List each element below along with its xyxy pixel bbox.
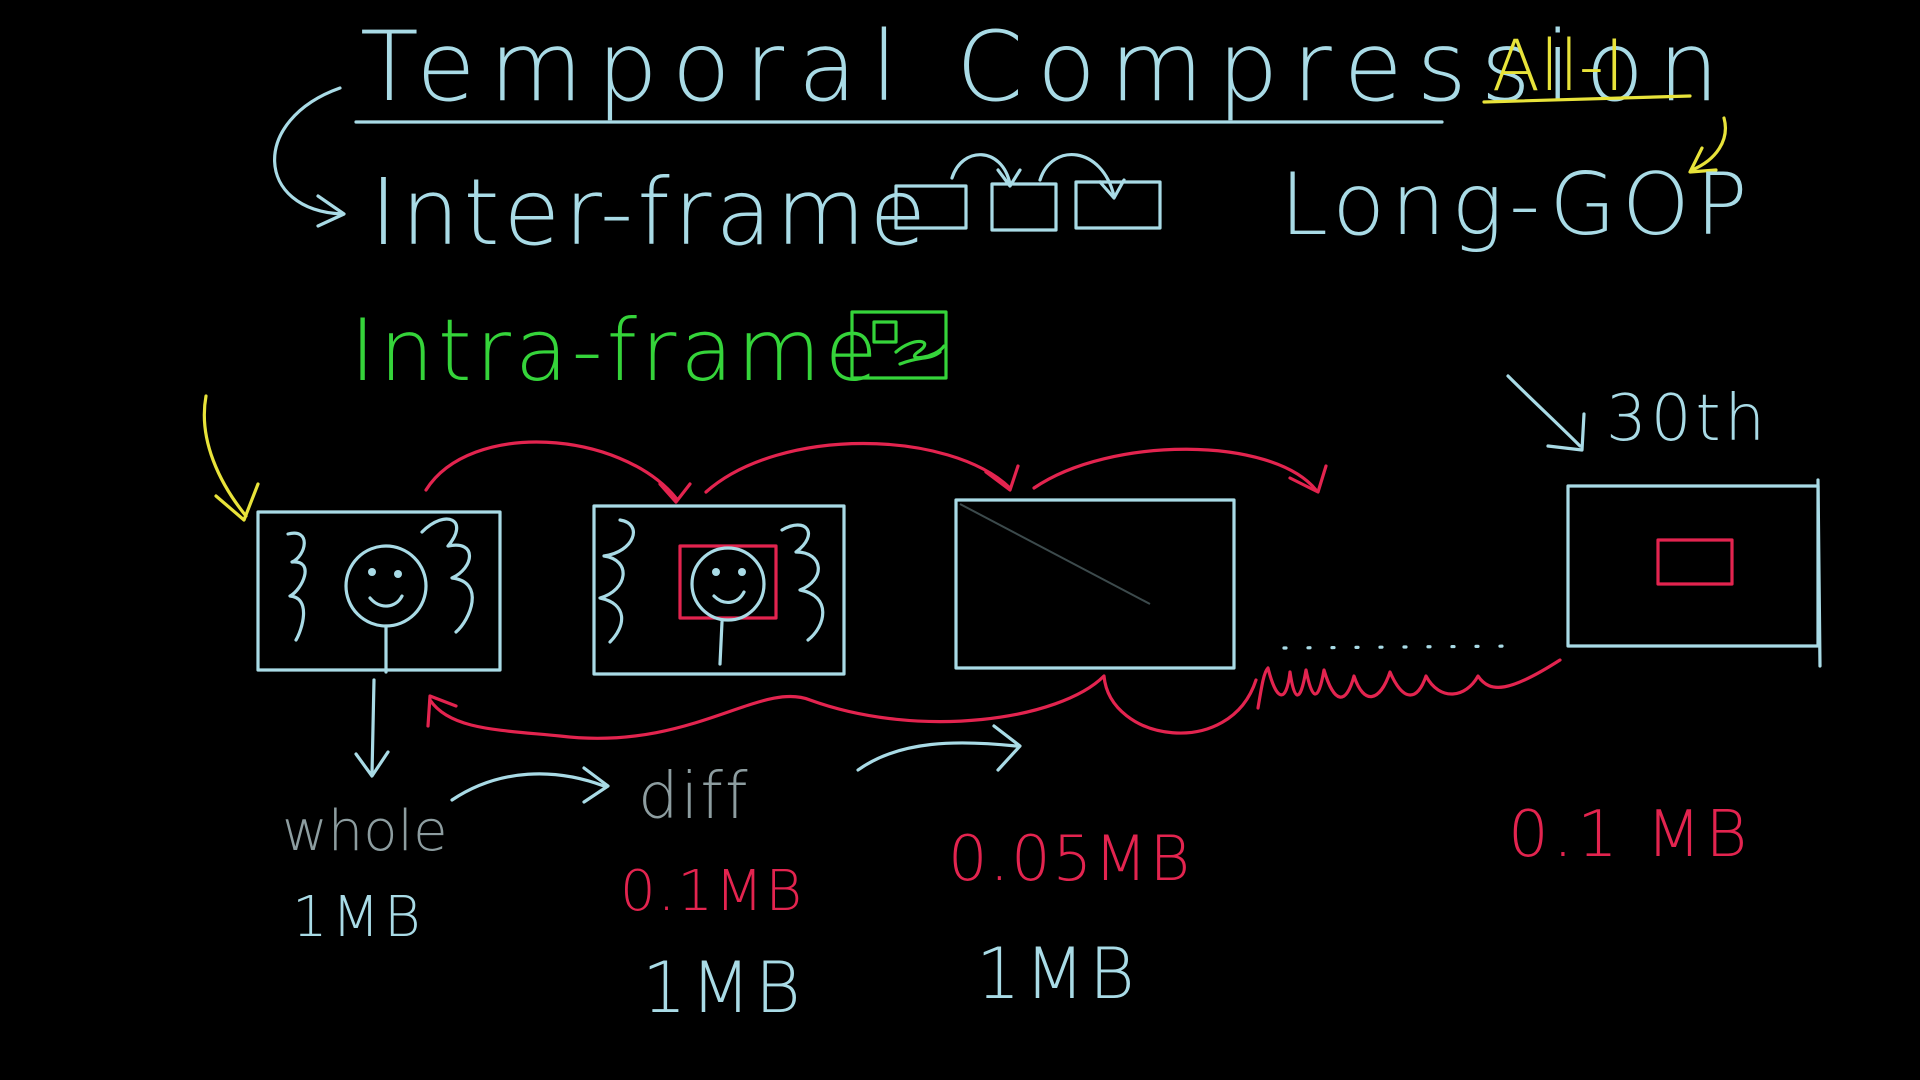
title-to-inter-arrow-head [316,194,346,228]
frame-1-down-arrow [370,678,376,776]
red-arrow-frame3-onward [1032,447,1318,492]
frame-1-scribble-right [420,517,474,634]
frame-3-faint-line [959,503,1151,605]
inter-frame-small-arrow-1-head [996,168,1022,188]
frame-2-eye-right [738,568,746,576]
inter-frame-small-box-1 [894,184,968,230]
intra-frame-scribble [894,339,946,366]
inter-frame-small-box-2 [990,182,1058,232]
all-i-arrow-head [1688,146,1718,174]
frame-2-scribble-left [598,518,635,644]
inter-frame-small-arrow-2 [1038,153,1116,198]
inter-frame-small-arrow-2-head [1098,178,1126,200]
frame-1-down-arrow-head [354,750,390,778]
red-back-reference-arrow-head [426,694,458,728]
frame-1-eye-left [368,568,376,576]
inter-frame-small-box-3 [1074,180,1162,230]
frame-1-mouth [368,594,404,608]
frame-1-box [256,510,502,672]
frame-2-change-region [678,544,778,620]
diff-to-frame3-arrow [856,741,1018,772]
frame-30-arrow-head [1546,412,1586,452]
red-arrow-frame1-to-frame2 [424,440,678,500]
frame-1-yellow-arrow [202,394,248,518]
frame-30-edge-tick [1816,478,1822,668]
intra-frame-label: Intra-frame [350,301,882,401]
frame-2-face [690,546,766,622]
frame-30-diff-size: 0.1 MB [1508,798,1751,872]
title-to-inter-arrow [273,86,344,216]
all-i-arrow [1690,116,1727,172]
frame-2-size: 1MB [642,947,805,1029]
sequence-continuation-squiggle [1256,658,1562,710]
whole-to-diff-arrow [450,772,606,802]
frame-2-diff-size: 0.1MB [620,859,804,924]
red-arrow-frame1-to-frame2-head [658,482,692,504]
all-i-label: All-I [1492,25,1625,107]
frame-1-label-whole: whole [282,799,448,864]
red-arrow-frame3-onward-head [1288,464,1328,494]
whole-to-diff-arrow-head [582,766,610,804]
frame-2-scribble-right [780,523,825,642]
frame-30-arrow [1506,374,1582,448]
sequence-continuation-dots [1282,644,1522,650]
red-back-reference-arrow [428,674,1258,740]
inter-frame-label: Inter-frame [370,159,930,266]
frame-30-change-region [1656,538,1734,586]
title-text: Temporal Compression [360,11,1733,123]
diff-to-frame3-arrow-head [992,724,1022,772]
long-gop-label: Long-GOP [1280,155,1754,255]
frame-1-face [344,544,428,628]
frame-2-box [592,504,846,676]
frame-2-body [718,620,724,666]
frame-3-size: 1MB [976,933,1139,1015]
frame-2-mouth [712,590,746,604]
frame-1-scribble-left [286,531,307,642]
inter-frame-small-arrow-1 [950,153,1012,186]
frame-1-eye-right [394,570,402,578]
red-arrow-frame2-to-frame3-head [984,464,1020,492]
frame-1-yellow-arrow-head [214,482,260,522]
frame-3-diff-size: 0.05MB [948,822,1192,895]
intra-frame-inner-box [872,320,898,344]
all-i-underline [1482,94,1692,104]
frame-30-box [1566,484,1820,648]
frame-2-label-diff: diff [638,760,749,834]
frame-1-size: 1MB [292,885,425,950]
red-arrow-frame2-to-frame3 [704,442,1012,494]
frame-2-eye-left [712,568,720,576]
intra-frame-box [850,310,948,380]
frame-30-marker: 30th [1606,382,1769,456]
frame-3-box [954,498,1236,670]
